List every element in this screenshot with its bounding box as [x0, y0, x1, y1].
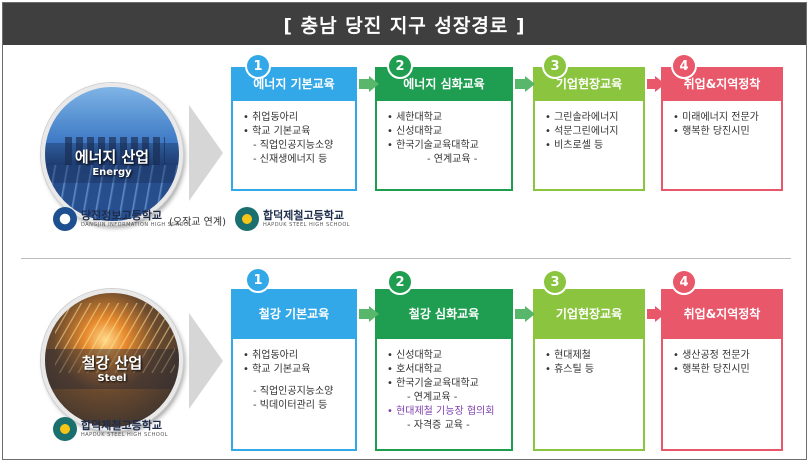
page-title: [ 충남 당진 지구 성장경로 ] [3, 3, 806, 45]
step-number-badge: 4 [671, 53, 697, 79]
step-number-badge: 4 [671, 269, 697, 295]
steel-step3-box: • 현대제철 • 휴스틸 등 [533, 337, 645, 451]
steel-step1-title: 철강 기본교육 [231, 289, 357, 337]
step-number-badge: 2 [387, 53, 413, 79]
flow-arrow-head-icon [525, 76, 535, 92]
school-emblem-icon [235, 207, 259, 231]
energy-industry-circle: 에너지 산업 Energy [41, 83, 183, 225]
flow-arrow-head-icon [369, 306, 379, 322]
flow-arrow-head-icon [369, 76, 379, 92]
school-logo-hapduk-steel: 합덕제철고등학교 HAPDUK STEEL HIGH SCHOOL [235, 207, 350, 231]
energy-step1-box: • 취업동아리 • 학교 기본교육 - 직업인공지능소양 - 신재생에너지 등 [231, 99, 357, 191]
steel-industry-name-en: Steel [97, 372, 127, 384]
step-number-badge: 1 [245, 267, 271, 293]
step-number-badge: 3 [542, 269, 568, 295]
steel-label-band: 철강 산업 Steel [45, 349, 179, 389]
energy-industry-name: 에너지 산업 [74, 147, 150, 166]
energy-sector: 에너지 산업 Energy 1 에너지 기본교육 • 취업동아리 • 학교 기본… [3, 49, 808, 259]
flow-arrow-head-icon [655, 306, 665, 322]
section-divider [21, 258, 791, 259]
school-emblem-icon [53, 207, 77, 231]
step-number-badge: 2 [387, 269, 413, 295]
energy-label-band: 에너지 산업 Energy [45, 143, 179, 183]
steel-step1-box: • 취업동아리 • 학교 기본교육 - 직업인공지능소양 - 빅데이터관리 등 [231, 337, 357, 451]
steel-step2-title: 철강 심화교육 [375, 289, 513, 337]
steel-industry-circle: 철강 산업 Steel [41, 289, 183, 431]
step-number-badge: 3 [542, 53, 568, 79]
school-emblem-icon [53, 417, 77, 441]
chevron-right-icon [189, 105, 223, 201]
energy-step3-box: • 그린솔라에너지 • 석문그린에너지 • 비츠로셀 등 [533, 99, 645, 191]
flow-arrow-head-icon [655, 76, 665, 92]
energy-step2-box: • 세한대학교 • 신성대학교 • 한국기술교육대학교 - 연계교육 - [375, 99, 513, 191]
flow-arrow-head-icon [525, 306, 535, 322]
city-skyline-image [65, 137, 165, 167]
steel-step4-box: • 생산공정 전문가 • 행복한 당진시민 [661, 337, 783, 451]
steel-industry-name: 철강 산업 [81, 353, 143, 372]
link-note: (오작교 연계) [169, 217, 226, 228]
chevron-right-icon [189, 313, 223, 409]
flow-arrow-icon [359, 309, 371, 319]
flow-arrow-icon [647, 79, 659, 89]
step-number-badge: 1 [245, 53, 271, 79]
school-logo-hapduk-steel: 합덕제철고등학교 HAPDUK STEEL HIGH SCHOOL [53, 417, 168, 441]
welding-sparks-image [55, 303, 175, 373]
flow-arrow-icon [515, 309, 527, 319]
energy-industry-name-en: Energy [92, 166, 132, 178]
steel-step4-title: 취업&지역정착 [661, 289, 783, 337]
flow-arrow-icon [647, 309, 659, 319]
steel-step3-title: 기업현장교육 [533, 289, 645, 337]
steel-sector: 철강 산업 Steel 1 철강 기본교육 • 취업동아리 • 학교 기본교육 … [3, 259, 808, 462]
school-logo-dangjin-info: 당진정보고등학교 DANGJIN INFORMATION HIGH SCHOOL [53, 207, 192, 231]
energy-step4-box: • 미래에너지 전문가 • 행복한 당진시민 [661, 99, 783, 191]
steel-step2-box: • 신성대학교 • 호서대학교 • 한국기술교육대학교 - 연계교육 - • 현… [375, 337, 513, 451]
flow-arrow-icon [359, 79, 371, 89]
flow-arrow-icon [515, 79, 527, 89]
